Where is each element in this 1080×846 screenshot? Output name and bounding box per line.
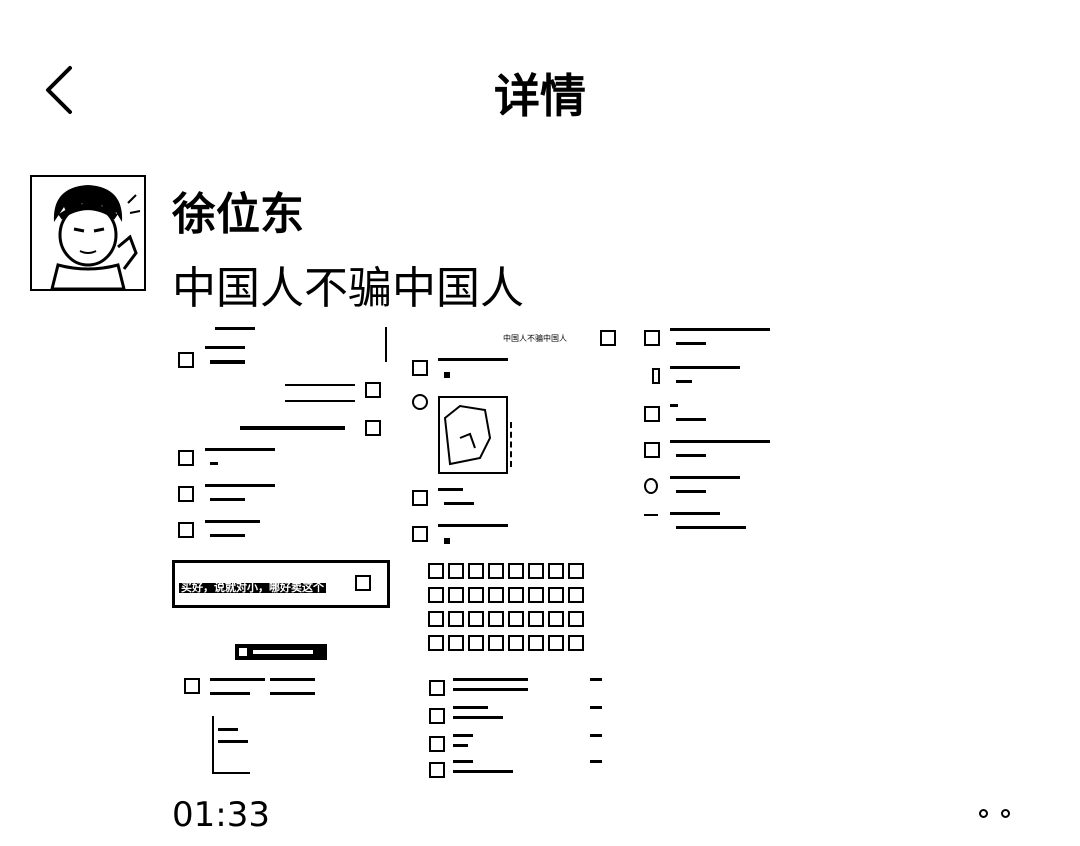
banner: 买好，说就对小，哪好卖这个 xyxy=(172,560,390,608)
sticker-grid-icon xyxy=(428,563,584,651)
chevron-left-icon xyxy=(46,66,72,114)
image-thumbnail-2[interactable]: 中国人不骗中国人 xyxy=(408,322,623,552)
image-thumbnail-1[interactable] xyxy=(170,322,395,552)
banner-text: 买好，说就对小，哪好卖这个 xyxy=(179,581,326,594)
image-grid: 中国人不骗中国人 xyxy=(170,322,780,782)
author-name[interactable]: 徐位东 xyxy=(172,189,304,240)
page-title: 详情 xyxy=(494,69,586,123)
image-thumbnail-3[interactable] xyxy=(640,322,780,552)
shared-image-icon xyxy=(443,404,492,466)
image-thumbnail-5[interactable] xyxy=(425,560,605,782)
avatar-illustration xyxy=(32,177,144,289)
image-thumbnail-4[interactable]: 买好，说就对小，哪好卖这个 xyxy=(170,560,395,782)
post-text: 中国人不骗中国人 xyxy=(172,263,524,314)
back-button[interactable] xyxy=(40,60,80,120)
header: 详情 xyxy=(0,0,1080,180)
post-time: 01:33 xyxy=(172,795,270,835)
more-button[interactable] xyxy=(975,806,1017,826)
avatar[interactable] xyxy=(30,175,146,291)
thumbnail-2-text: 中国人不骗中国人 xyxy=(503,334,567,343)
